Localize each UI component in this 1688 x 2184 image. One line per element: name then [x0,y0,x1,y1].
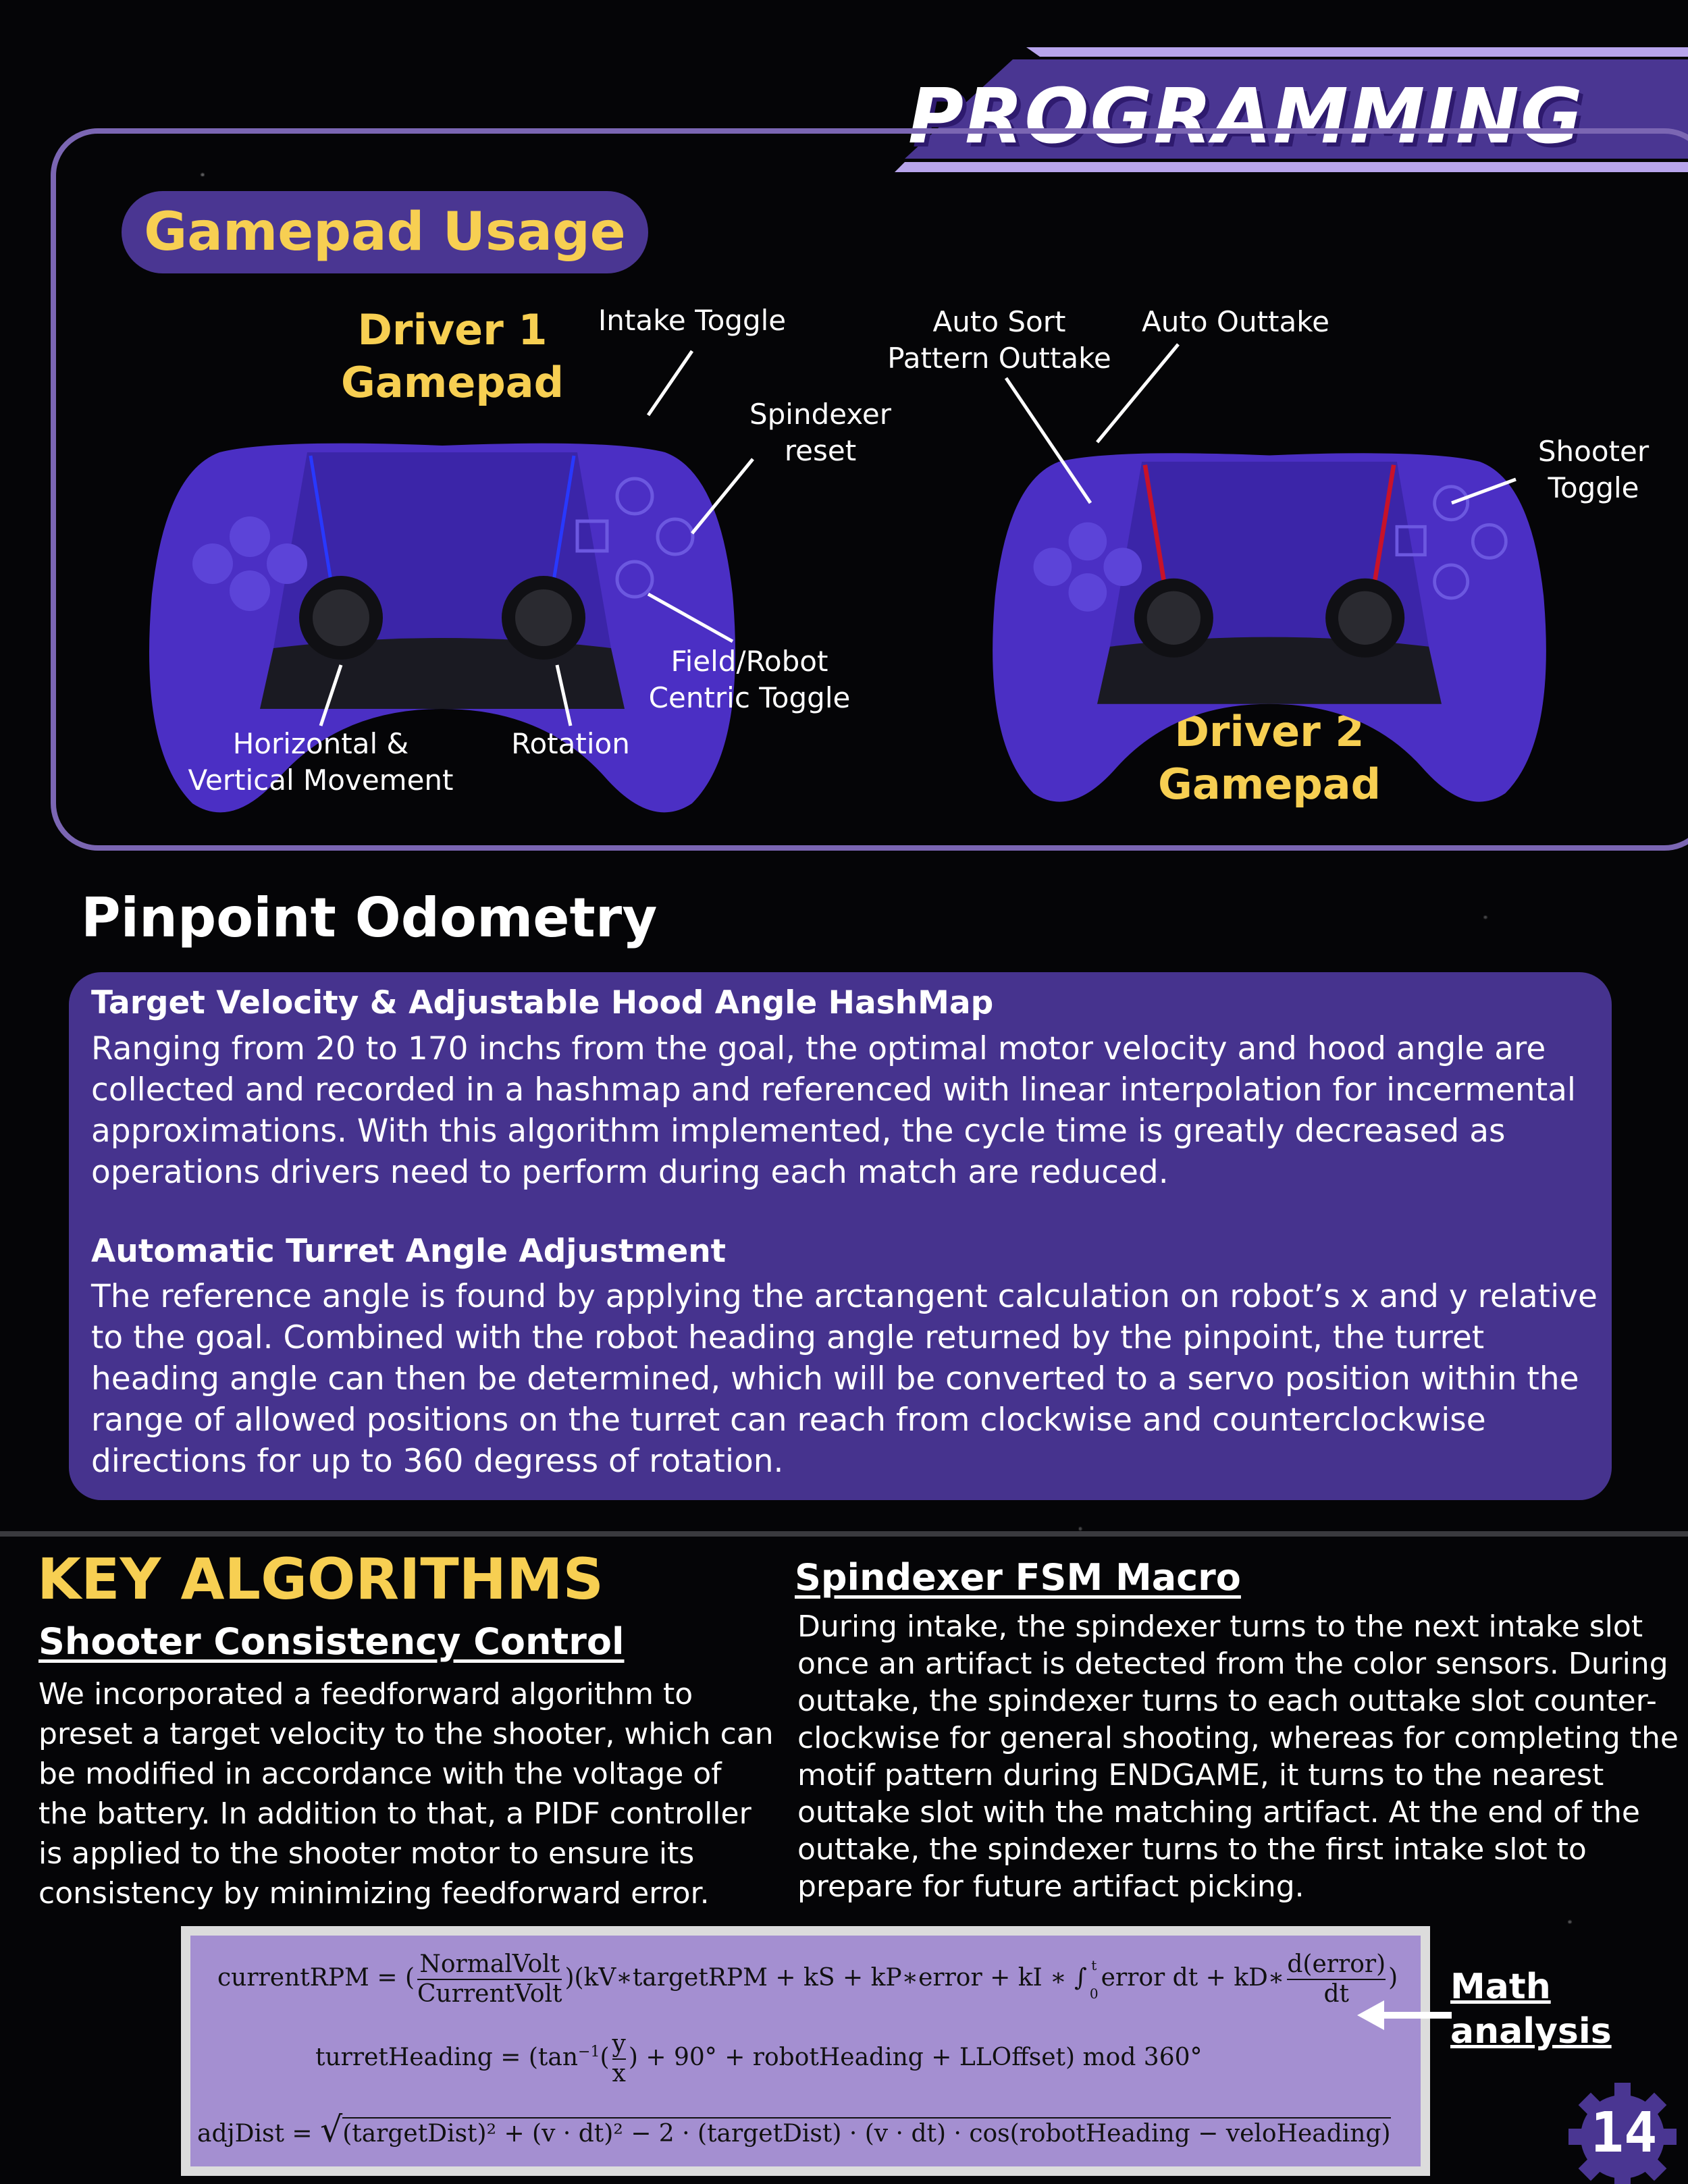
odometry-panel [69,972,1612,1500]
eq2-frac-den: x [612,2060,626,2087]
odometry-section2-line: directions for up to 360 degress of rota… [91,1443,784,1480]
eq1-lhs: currentRPM = ( [217,1964,415,1992]
key-algorithms-title: KEY ALGORITHMS [37,1546,604,1612]
eq3-rhs: (targetDist)² + (v · dt)² − 2 · (targetD… [342,2117,1391,2148]
spindexer-line: outtake slot with the matching artifact.… [797,1795,1640,1830]
eq1-close: ) [1388,1964,1398,1992]
eq1-mid: )(kV∗targetRPM + kS + kP∗error + kI ∗ ∫ [564,1964,1087,1992]
odometry-title: Pinpoint Odometry [81,886,658,949]
odometry-section2-line: heading angle can then be determined, wh… [91,1360,1579,1397]
shooter-heading: Shooter Consistency Control [38,1620,625,1663]
page-title: PROGRAMMING [908,73,1584,161]
spindexer-line: motif pattern during ENDGAME, it turns t… [797,1758,1604,1792]
page-number: 14 [1590,2101,1658,2165]
callout-shooter-toggle-line2: Toggle [1548,471,1639,504]
odometry-section1-heading: Target Velocity & Adjustable Hood Angle … [91,984,994,1021]
odometry-section2-heading: Automatic Turret Angle Adjustment [91,1233,727,1270]
shooter-line: consistency by minimizing feedforward er… [38,1876,710,1911]
header-banner [895,47,1688,172]
callout-intake-toggle: Intake Toggle [598,304,787,337]
callout-shooter-toggle-line1: Shooter [1537,435,1650,468]
callout-spindexer-reset-line2: reset [784,434,857,467]
odometry-section1-line: collected and recorded in a hashmap and … [91,1071,1576,1109]
eq1-frac-num: NormalVolt [417,1950,562,1980]
eq2-lhs: turretHeading = (tan [315,2044,579,2071]
shooter-line: preset a target velocity to the shooter,… [38,1717,774,1751]
eq1-tail: error dt + kD∗ [1101,1964,1285,1992]
odometry-section2-line: range of allowed positions on the turret… [91,1402,1486,1439]
driver2-controller-image [993,453,1546,802]
eq2-frac-num: y [612,2030,626,2060]
spindexer-line: outtake, the spindexer turns to each out… [797,1684,1657,1718]
gear-icon [1568,2083,1677,2184]
callout-auto-sort-line2: Pattern Outtake [887,342,1111,375]
shooter-line: is applied to the shooter motor to ensur… [38,1836,695,1871]
eq3-lhs: adjDist = [197,2120,313,2148]
eq1-frac2-num: d(error) [1287,1950,1386,1980]
callout-spindexer-reset-line1: Spindexer [749,398,892,431]
math-label-line1: Math [1450,1967,1551,2007]
math-analysis-label: Math analysis [1450,1965,1612,2054]
callout-field-robot-line2: Centric Toggle [648,681,851,714]
odometry-section1-line: Ranging from 20 to 170 inchs from the go… [91,1030,1546,1067]
spindexer-line: outtake, the spindexer turns to the firs… [797,1832,1587,1867]
eq1-derivative: d(error)dt [1287,1950,1386,2008]
equation-adj-dist: adjDist = √(targetDist)² + (v · dt)² − 2… [197,2110,1391,2150]
eq1-frac2-den: dt [1323,1980,1349,2008]
gamepad-title-pill [122,191,648,273]
eq2-paren: ( [600,2044,610,2071]
eq1-int-lower: 0 [1089,1986,1099,2002]
arrow-left-icon [1357,2000,1452,2030]
eq1-int-upper: t [1091,1957,1097,1973]
odometry-section2-line: to the goal. Combined with the robot hea… [91,1319,1485,1356]
callout-field-robot-line1: Field/Robot [670,645,828,678]
spindexer-heading: Spindexer FSM Macro [795,1556,1241,1599]
spindexer-line: once an artifact is detected from the co… [797,1647,1668,1681]
gamepad-frame [51,128,1688,851]
odometry-section2-line: The reference angle is found by applying… [91,1278,1598,1315]
spindexer-line: clockwise for general shooting, whereas … [797,1721,1679,1755]
odometry-section1-line: approximations. With this algorithm impl… [91,1113,1506,1150]
callout-movement-line2: Vertical Movement [188,764,454,797]
callout-auto-sort-line1: Auto Sort [932,305,1066,338]
gamepad-title: Gamepad Usage [144,202,626,263]
section-divider [0,1531,1688,1537]
eq1-frac-den: CurrentVolt [417,1980,562,2008]
callout-rotation: Rotation [511,727,630,760]
callout-movement-line1: Horizontal & [232,727,409,760]
spindexer-line: During intake, the spindexer turns to th… [797,1609,1643,1644]
driver1-controller-image [149,443,735,813]
shooter-line: We incorporated a feedforward algorithm … [38,1677,693,1711]
odometry-section1-line: operations drivers need to perform durin… [91,1154,1169,1191]
shooter-line: be modified in accordance with the volta… [38,1757,722,1791]
shooter-line: the battery. In addition to that, a PIDF… [38,1796,751,1831]
callout-auto-outtake: Auto Outtake [1142,305,1329,338]
eq2-sup: −1 [578,2044,600,2060]
math-label-line2: analysis [1450,2011,1612,2052]
spindexer-line: prepare for future artifact picking. [797,1869,1304,1904]
eq2-rhs: ) + 90° + robotHeading + LLOffset) mod 3… [628,2044,1203,2071]
sqrt-icon: √ [320,2110,343,2150]
